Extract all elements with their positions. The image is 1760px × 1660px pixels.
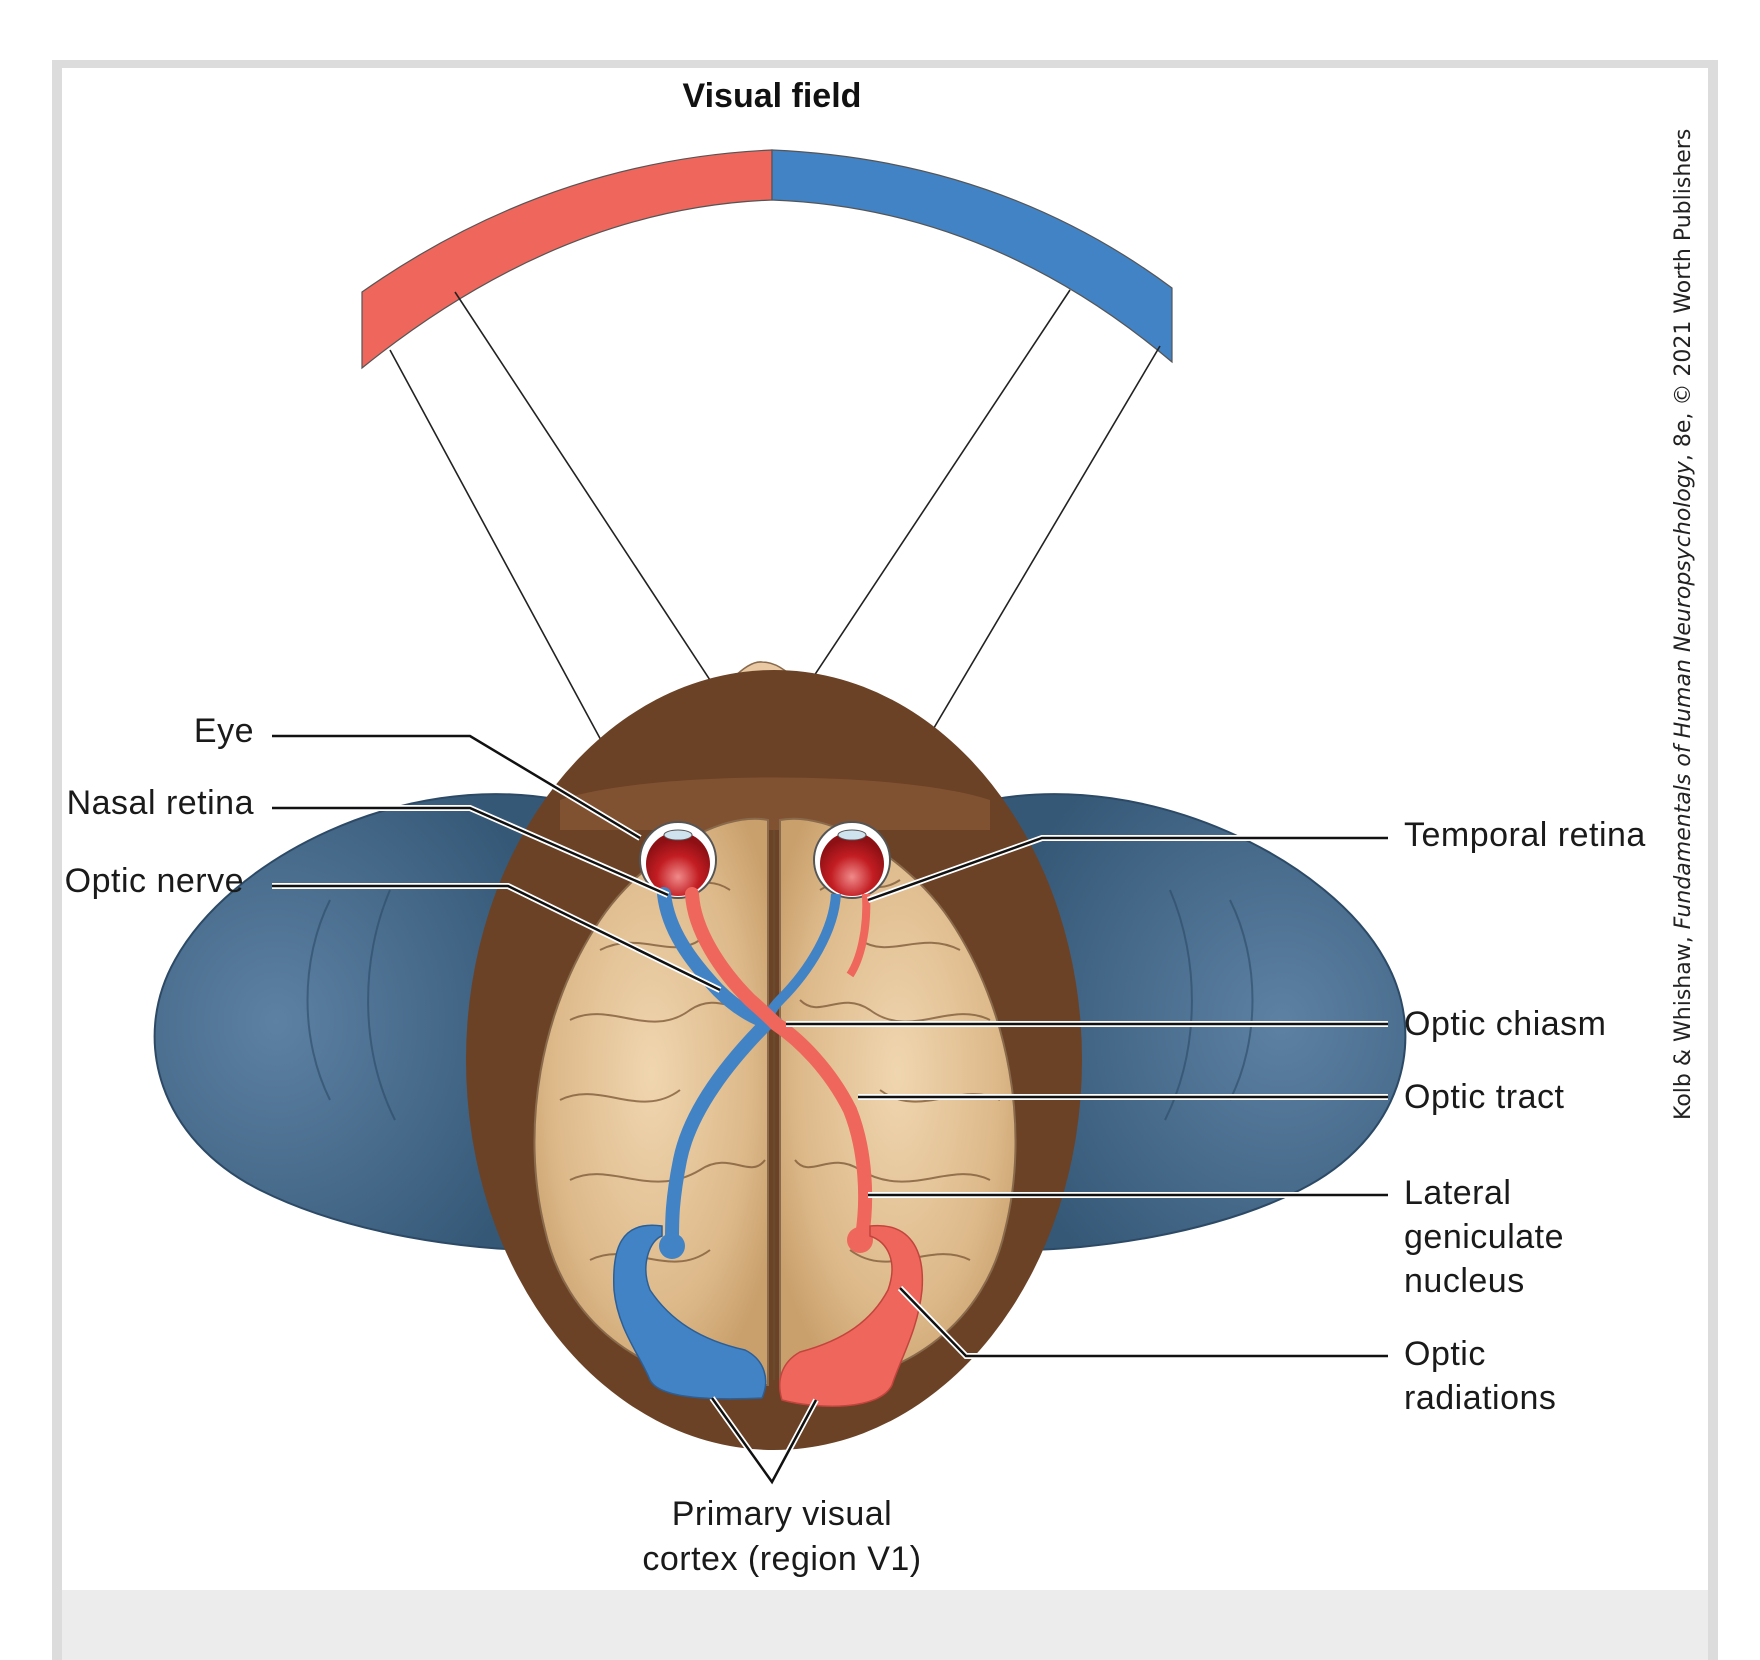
- left-optic-radiation: [612, 1224, 767, 1400]
- left-visual-field: [361, 149, 773, 370]
- caption-band: [62, 1590, 1708, 1660]
- visual-field-arc: [361, 149, 1173, 370]
- label-v1-line1: Primary visual: [672, 1495, 892, 1533]
- label-lgn-line1: Lateral: [1404, 1174, 1511, 1212]
- credit-authors: Kolb & Whishaw,: [1671, 929, 1696, 1120]
- left-shoulder: [153, 793, 562, 1252]
- right-visual-field: [771, 149, 1173, 364]
- label-optic-nerve: Optic nerve: [65, 862, 244, 900]
- right-optic-radiation: [779, 1224, 924, 1407]
- credit-edition: , 8e, © 2021 Worth Publishers: [1671, 129, 1696, 461]
- label-radiations-line2: radiations: [1404, 1379, 1556, 1417]
- label-eye: Eye: [194, 712, 254, 750]
- copyright-credit: Kolb & Whishaw, Fundamentals of Human Ne…: [1671, 129, 1696, 1120]
- optic-pathway-red: [685, 887, 924, 1407]
- left-eye: [639, 821, 717, 899]
- right-eye: [813, 821, 891, 899]
- label-temporal-retina: Temporal retina: [1404, 816, 1646, 854]
- label-v1-line2: cortex (region V1): [642, 1540, 921, 1578]
- label-nasal-retina: Nasal retina: [67, 784, 254, 822]
- label-optic-chiasm: Optic chiasm: [1404, 1005, 1607, 1043]
- label-radiations-line1: Optic: [1404, 1335, 1486, 1373]
- leader-lines: [272, 733, 1388, 1488]
- credit-book-title: Fundamentals of Human Neuropsychology: [1671, 460, 1696, 929]
- figure-title: Visual field: [683, 77, 862, 115]
- label-optic-tract: Optic tract: [1404, 1078, 1564, 1116]
- label-lgn-line3: nucleus: [1404, 1262, 1525, 1300]
- label-lgn-line2: geniculate: [1404, 1218, 1564, 1256]
- shoulders: [153, 793, 1407, 1252]
